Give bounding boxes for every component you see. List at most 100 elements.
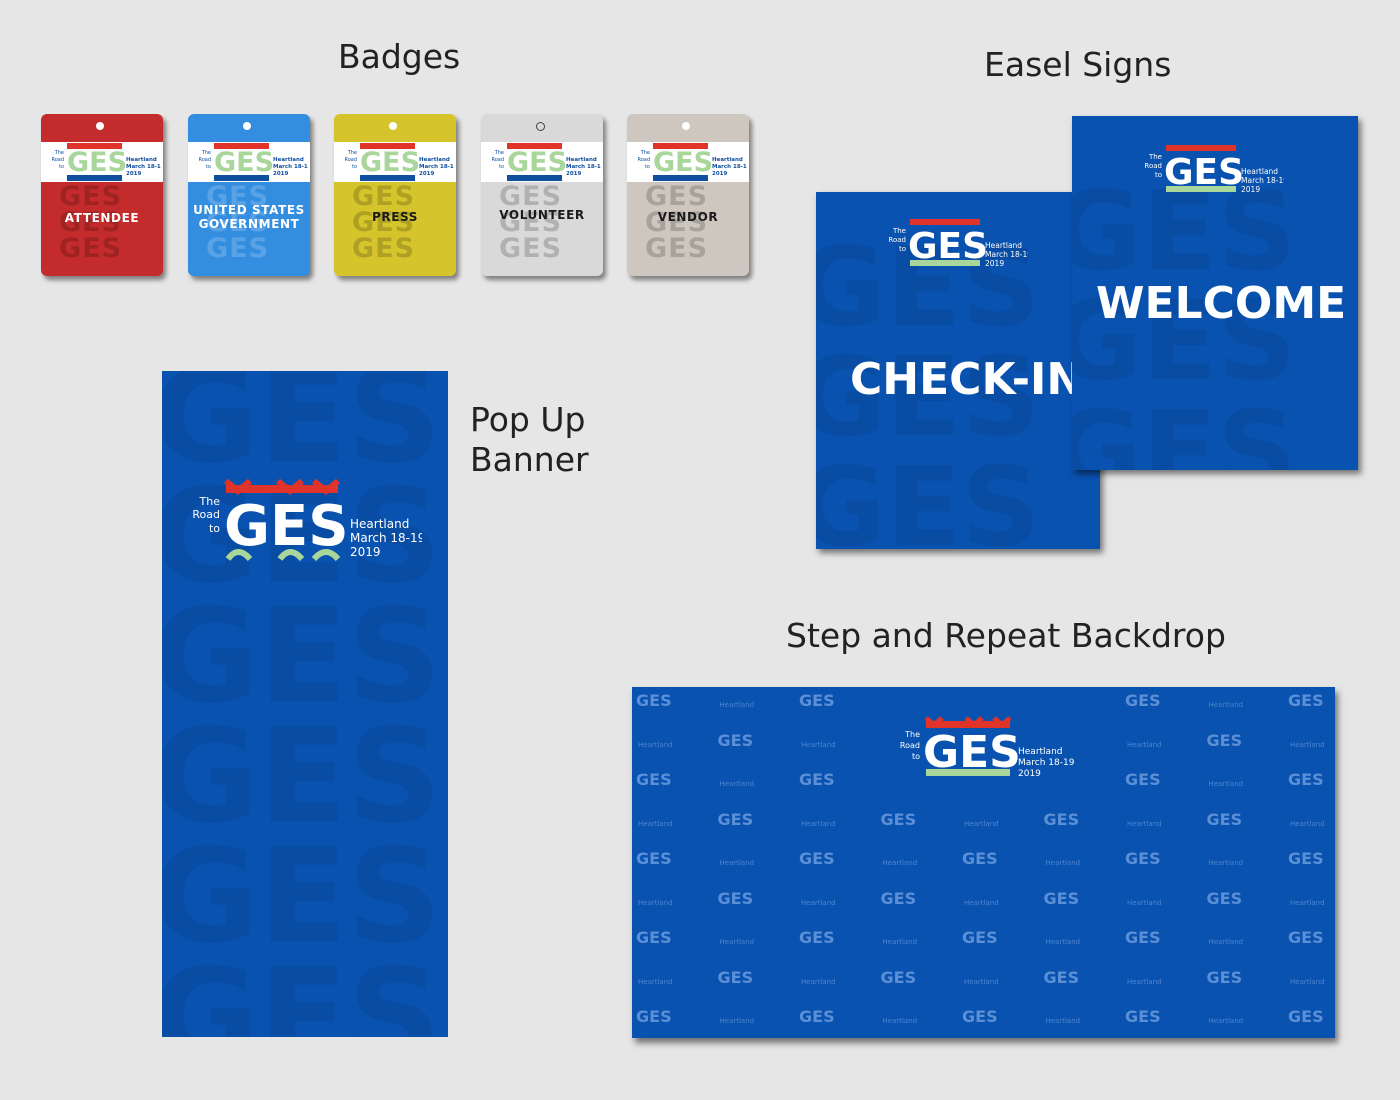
pattern-heartland-text: Heartland	[1208, 780, 1244, 788]
svg-text:Road: Road	[900, 741, 920, 750]
svg-text:to: to	[206, 164, 211, 170]
ges-logo: The Road to GES Heartland March 18-19 20…	[1144, 145, 1284, 194]
pattern-ges-mark: GES	[799, 691, 835, 710]
svg-text:Road: Road	[888, 236, 906, 244]
svg-text:to: to	[899, 245, 906, 253]
svg-text:March 18-19: March 18-19	[985, 250, 1028, 259]
pattern-ges-mark: GES	[1206, 809, 1243, 829]
pattern-heartland-text: Heartland	[1127, 898, 1162, 907]
ges-logo: The Road to GES Heartland March 18-19 20…	[51, 143, 161, 181]
pattern-ges-mark: GES	[1043, 967, 1080, 987]
svg-text:to: to	[645, 164, 650, 170]
svg-text:2019: 2019	[419, 171, 434, 177]
pattern-ges-mark: GES	[636, 849, 672, 868]
svg-text:2019: 2019	[712, 171, 727, 177]
svg-text:2019: 2019	[1241, 185, 1260, 194]
pattern-ges-mark: GES	[962, 928, 998, 947]
pattern-heartland-text: Heartland	[719, 938, 755, 946]
ges-logo: The Road to GES Heartland March 18-19 20…	[344, 143, 454, 181]
svg-text:The: The	[494, 150, 504, 156]
svg-text:Heartland: Heartland	[985, 241, 1022, 250]
welcome-sign-text: WELCOME	[1096, 278, 1347, 329]
svg-text:to: to	[59, 164, 64, 170]
backdrop-title: Step and Repeat Backdrop	[786, 616, 1226, 655]
pattern-heartland-text: Heartland	[882, 1017, 918, 1025]
pattern-heartland-text: Heartland	[1045, 1017, 1081, 1025]
pattern-ges-mark: GES	[1288, 1007, 1324, 1026]
svg-text:Road: Road	[192, 508, 220, 521]
pattern-ges-mark: GES	[636, 928, 672, 947]
lanyard-hole	[682, 122, 690, 130]
pattern-heartland-text: Heartland	[1290, 819, 1325, 828]
svg-text:The: The	[201, 150, 211, 156]
svg-text:March 18-19: March 18-19	[350, 531, 422, 545]
ges-logo: The Road to GES Heartland March 18-19 20…	[198, 143, 308, 181]
pattern-ges-mark: GES	[880, 967, 917, 987]
svg-text:Heartland: Heartland	[1018, 747, 1062, 757]
svg-text:Road: Road	[198, 157, 211, 163]
pattern-heartland-text: Heartland	[1208, 1017, 1244, 1025]
pattern-ges-mark: GES	[1288, 928, 1324, 947]
pattern-heartland-text: Heartland	[964, 819, 999, 828]
pattern-heartland-text: Heartland	[1127, 977, 1162, 986]
pattern-ges-mark: GES	[1043, 888, 1080, 908]
svg-text:The: The	[54, 150, 64, 156]
badges-title: Badges	[338, 37, 461, 76]
svg-text:March 18-19: March 18-19	[1018, 758, 1074, 768]
easel-signs-title: Easel Signs	[984, 45, 1172, 84]
svg-text:to: to	[912, 752, 920, 761]
popup-banner-title-line2: Banner	[470, 440, 589, 479]
ges-logo: The Road to GES Heartland March 18-19 20…	[192, 479, 422, 561]
pattern-ges-mark: GES	[1125, 691, 1161, 710]
pattern-heartland-text: Heartland	[719, 859, 755, 867]
pattern-ges-mark: GES	[1206, 888, 1243, 908]
pattern-ges-mark: GES	[1206, 967, 1243, 987]
pattern-heartland-text: Heartland	[638, 740, 673, 749]
svg-text:GES: GES	[653, 147, 713, 178]
pattern-heartland-text: Heartland	[719, 701, 755, 709]
svg-text:March 18-19: March 18-19	[273, 164, 308, 170]
pattern-ges-mark: GES	[717, 809, 754, 829]
pattern-heartland-text: Heartland	[801, 977, 836, 986]
pattern-ges-mark: GES	[799, 770, 835, 789]
svg-text:March 18-19: March 18-19	[566, 164, 601, 170]
lanyard-hole	[536, 122, 545, 131]
svg-text:Heartland: Heartland	[126, 157, 157, 163]
pattern-heartland-text: Heartland	[882, 938, 918, 946]
popup-banner-title-line1: Pop Up	[470, 400, 586, 439]
ges-logo: The Road to GES Heartland March 18-19 20…	[888, 219, 1028, 268]
pattern-heartland-text: Heartland	[638, 977, 673, 986]
svg-text:GES: GES	[224, 494, 349, 559]
svg-text:Heartland: Heartland	[1241, 167, 1278, 176]
pattern-heartland-text: Heartland	[964, 898, 999, 907]
svg-text:Heartland: Heartland	[350, 517, 409, 531]
svg-text:Heartland: Heartland	[712, 157, 743, 163]
pattern-heartland-text: Heartland	[1127, 740, 1162, 749]
svg-text:The: The	[347, 150, 357, 156]
badge-label: PRESS	[372, 210, 418, 224]
pattern-ges-mark: GES	[962, 849, 998, 868]
pattern-heartland-text: Heartland	[638, 898, 673, 907]
pattern-heartland-text: Heartland	[801, 819, 836, 828]
ges-logo: The Road to GES Heartland March 18-19 20…	[491, 143, 601, 181]
pattern-heartland-text: Heartland	[719, 780, 755, 788]
pattern-ges-mark: GES	[1125, 770, 1161, 789]
svg-text:Heartland: Heartland	[566, 157, 597, 163]
svg-text:GES: GES	[214, 147, 274, 178]
svg-text:2019: 2019	[1018, 769, 1041, 779]
badge-label-line1: UNITED STATES	[193, 203, 305, 217]
pattern-heartland-text: Heartland	[638, 819, 673, 828]
svg-text:2019: 2019	[566, 171, 581, 177]
